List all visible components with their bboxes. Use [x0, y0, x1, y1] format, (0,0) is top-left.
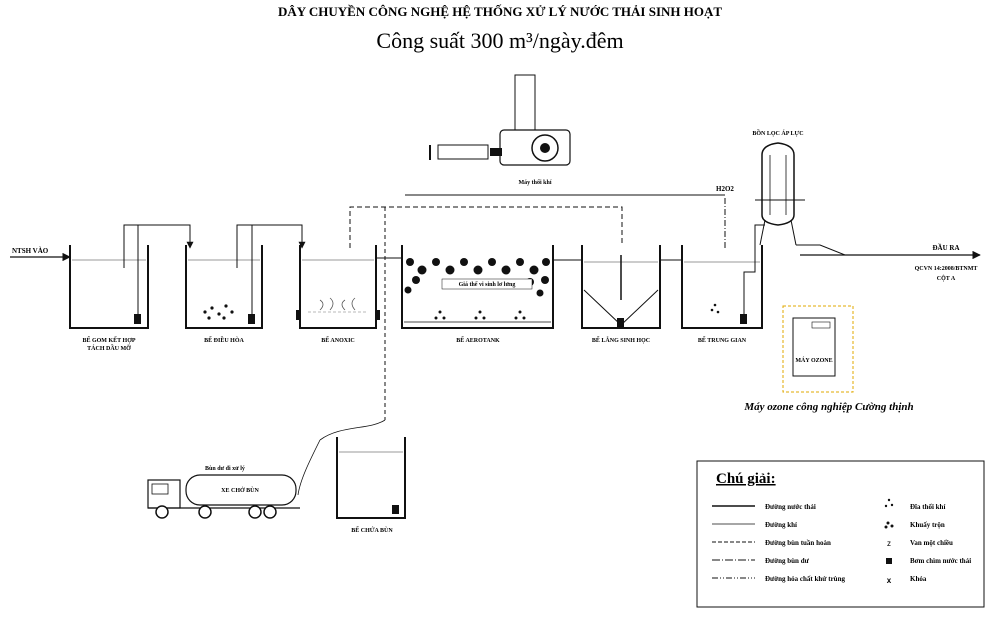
legend-line-label: Đường hóa chất khử trùng — [765, 575, 845, 583]
tank-equalization — [185, 245, 263, 329]
check-valve-icon: z — [887, 539, 891, 548]
diagram-title: DÂY CHUYỀN CÔNG NGHỆ HỆ THỐNG XỬ LÝ NƯỚC… — [278, 4, 722, 19]
truck-note: Bùn dư đi xử lý — [205, 466, 245, 472]
ozone-caption: Máy ozone công nghiệp Cường thịnh — [743, 401, 913, 413]
tank-label: BỂ GOM KẾT HỢP — [82, 336, 135, 344]
legend-title: Chú giải: — [716, 471, 776, 487]
blower-label: Máy thổi khí — [518, 179, 551, 186]
tank-intermediate — [681, 245, 763, 329]
inlet-label: NTSH VÀO — [12, 247, 49, 255]
legend-line-label: Đường bùn tuần hoàn — [765, 539, 831, 547]
pressure-filter — [755, 142, 805, 246]
mixer-icon — [375, 310, 380, 320]
outlet-label: ĐẦU RA — [932, 244, 959, 252]
pump-icon — [886, 558, 892, 564]
return-sludge-pipe — [349, 206, 623, 248]
legend-box — [696, 460, 985, 608]
tank-label: BỂ ANOXIC — [321, 336, 355, 344]
legend-line-label: Đường nước thải — [765, 503, 816, 511]
valve-icon: x — [887, 576, 892, 585]
mixer-legend-icon — [884, 521, 894, 529]
tank-label: BỂ LẮNG SINH HỌC — [592, 336, 650, 344]
outlet-standard-column: CỘT A — [937, 274, 956, 282]
filter-label: BỒN LỌC ÁP LỰC — [752, 129, 803, 137]
tank-sludge — [336, 437, 406, 519]
diagram-subtitle: Công suất 300 m³/ngày.đêm — [376, 28, 623, 53]
legend-symbol-label: Khuấy trộn — [910, 521, 945, 529]
tank-label: BỂ TRUNG GIAN — [698, 336, 747, 344]
tank-label: BỂ AEROTANK — [456, 336, 500, 344]
tank-anoxic — [296, 245, 380, 329]
tank-label: TÁCH DẦU MỠ — [87, 344, 131, 352]
sludge-truck — [147, 474, 300, 519]
pipe-tank1-to-tank2 — [123, 224, 139, 314]
aerotank-media-note: Giá thể vi sinh lơ lửng — [459, 281, 516, 288]
legend-symbol-label: Van một chiều — [910, 539, 953, 547]
ozone-highlight — [782, 305, 854, 393]
submersible-pump-icon — [134, 314, 141, 324]
tank-clarifier — [581, 245, 661, 329]
legend-symbol-label: Bơm chìm nước thải — [910, 557, 971, 565]
outlet-standard: QCVN 14:2008/BTNMT — [915, 266, 978, 272]
tank-collection — [69, 245, 149, 329]
ozone-box-label: MÁY OZONE — [795, 356, 832, 364]
truck-label: XE CHỞ BÙN — [221, 486, 259, 494]
legend-symbol-label: Khóa — [910, 575, 927, 583]
legend-symbol-label: Đĩa thổi khí — [910, 503, 946, 511]
air-blower — [429, 74, 571, 166]
legend-line-label: Đường bùn dư — [765, 557, 810, 565]
tank-label: BỂ CHỨA BÙN — [351, 526, 393, 534]
legend-line-label: Đường khí — [765, 521, 798, 529]
tank-label: BỂ ĐIỀU HÒA — [204, 336, 244, 344]
mixer-icon — [296, 310, 301, 320]
diffuser-icon — [884, 498, 894, 508]
h2o2-label: H2O2 — [716, 185, 734, 193]
